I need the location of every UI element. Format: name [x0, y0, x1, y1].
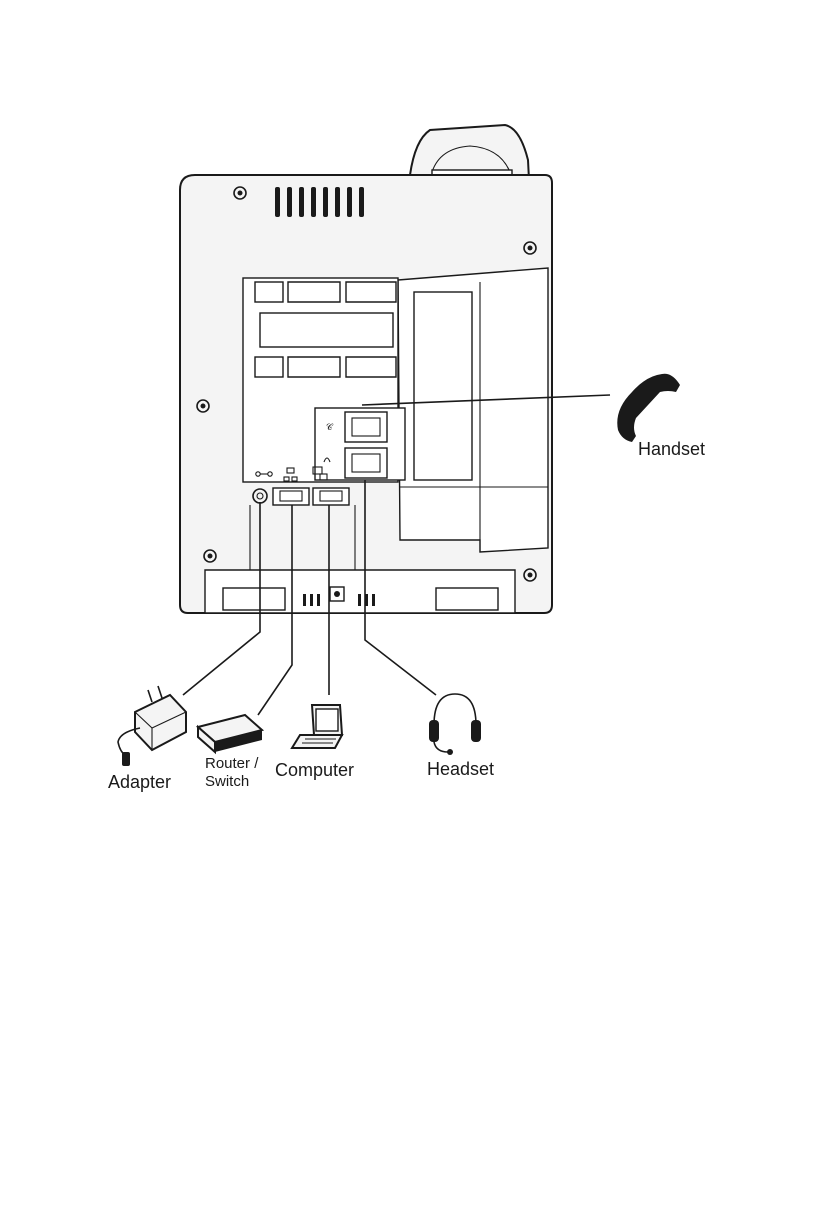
wall-mount-slots	[255, 282, 396, 377]
headset-label: Headset	[427, 759, 494, 779]
router-label-line2: Switch	[205, 773, 249, 790]
phone-body: 𝒞	[180, 175, 552, 613]
power-adapter-icon	[118, 686, 186, 766]
router-label-line1: Router /	[205, 755, 259, 772]
router-switch-icon	[198, 715, 262, 752]
computer-label: Computer	[275, 760, 354, 780]
handset-label: Handset	[638, 439, 705, 459]
adapter-label: Adapter	[108, 772, 171, 792]
handset-icon	[617, 374, 680, 442]
laptop-icon	[292, 705, 342, 748]
headset-icon	[429, 694, 481, 755]
rj9-jacks: 𝒞	[315, 408, 405, 480]
